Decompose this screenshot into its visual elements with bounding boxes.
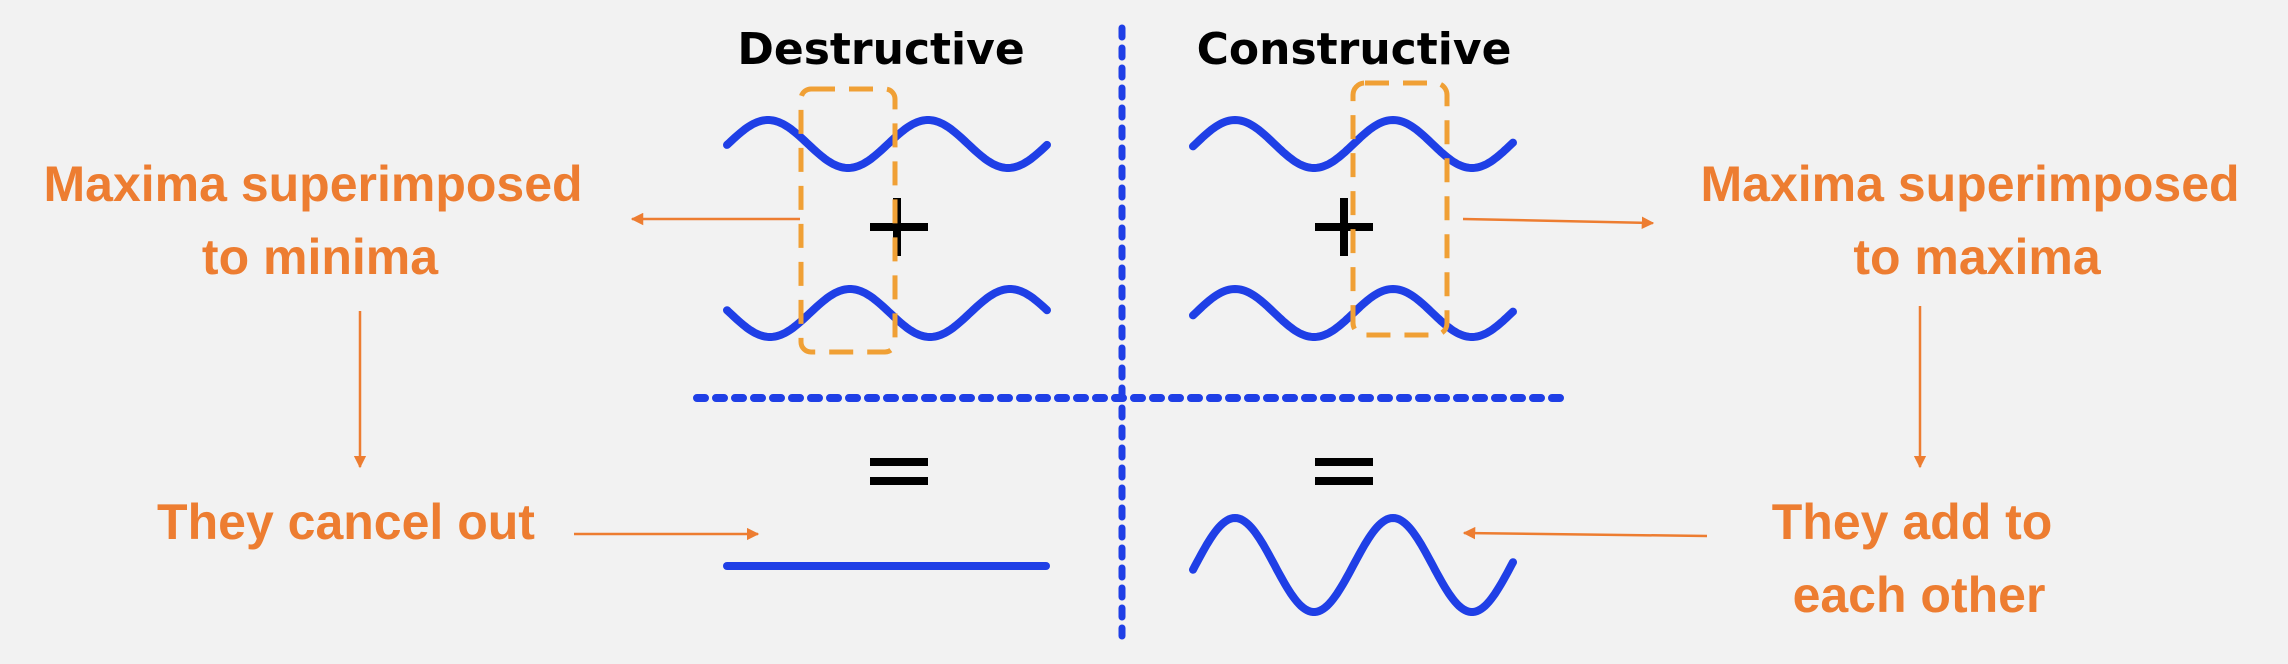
plus-icon [1315,198,1373,256]
label-add-to-each-other: They add to each other [1772,494,2066,623]
label-maxima-to-maxima: Maxima superimposed to maxima [1701,156,2254,285]
arrow-right-top [1462,216,1655,230]
label-cancel-out: They cancel out [157,494,535,550]
plus-icon [870,198,928,256]
highlight-box-constructive [1350,80,1450,338]
constructive-result-wave [1189,513,1517,616]
destructive-wave-top [723,116,1051,172]
label-maxima-to-minima: Maxima superimposed to minima [44,156,597,285]
constructive-wave-top [1189,115,1517,172]
destructive-title: Destructive [737,24,1024,75]
equals-icon [1315,458,1373,485]
arrow-right-bottom [1462,526,1708,540]
destructive-wave-bottom [723,285,1051,341]
highlight-box-destructive [798,86,898,355]
equals-icon [870,458,928,485]
constructive-title: Constructive [1197,24,1512,75]
